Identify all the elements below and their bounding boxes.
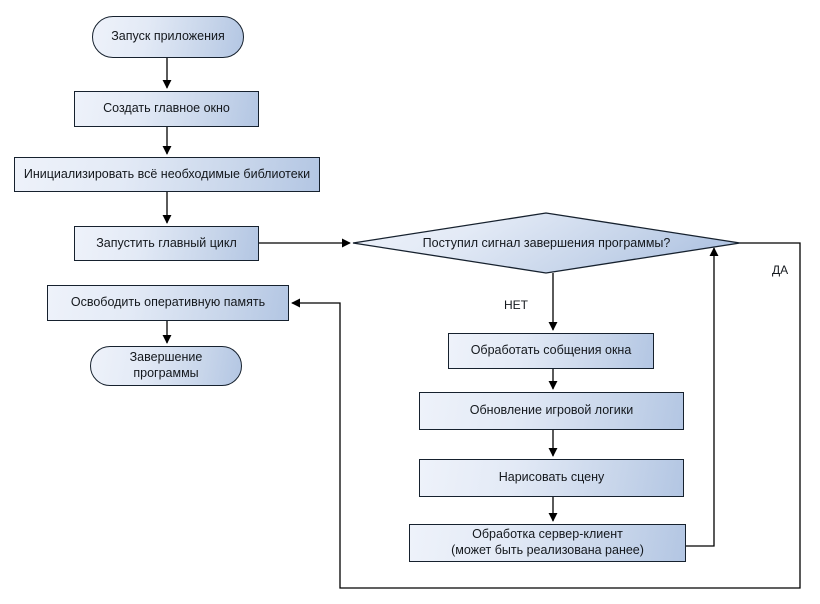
edge-label-no: НЕТ bbox=[504, 298, 528, 312]
node-draw-scene-label: Нарисовать сцену bbox=[498, 470, 605, 485]
node-free-memory-label: Освободить оперативную память bbox=[70, 295, 266, 310]
node-process-window-messages-label: Обработать собщения окна bbox=[470, 343, 632, 358]
node-process-window-messages[interactable]: Обработать собщения окна bbox=[448, 333, 654, 369]
node-start-label: Запуск приложения bbox=[111, 29, 225, 44]
node-init-libraries[interactable]: Инициализировать всё необходимые библиот… bbox=[14, 157, 320, 192]
node-start-main-loop[interactable]: Запустить главный цикл bbox=[74, 226, 259, 261]
node-server-client[interactable]: Обработка сервер-клиент (может быть реал… bbox=[409, 524, 686, 562]
decision-quit-signal-shape bbox=[352, 212, 741, 274]
edge-server-client-loop-back bbox=[686, 247, 719, 547]
node-quit-signal-decision[interactable]: Поступил сигнал завершения программы? bbox=[353, 213, 740, 273]
node-end-label: Завершение программы bbox=[129, 350, 203, 380]
node-start-main-loop-label: Запустить главный цикл bbox=[96, 235, 237, 250]
edge-label-yes: ДА bbox=[772, 263, 789, 277]
node-create-window-label: Создать главное окно bbox=[103, 101, 230, 116]
node-end[interactable]: Завершение программы bbox=[90, 346, 242, 386]
node-server-client-label: Обработка сервер-клиент (может быть реал… bbox=[451, 527, 644, 557]
node-free-memory[interactable]: Освободить оперативную память bbox=[47, 285, 289, 321]
node-quit-signal-label: Поступил сигнал завершения программы? bbox=[422, 236, 671, 250]
node-start[interactable]: Запуск приложения bbox=[92, 16, 244, 58]
node-init-libraries-label: Инициализировать всё необходимые библиот… bbox=[23, 166, 311, 181]
node-update-game-logic[interactable]: Обновление игровой логики bbox=[419, 392, 684, 430]
edge-decision-yes-to-free-memory bbox=[291, 242, 801, 589]
node-create-window[interactable]: Создать главное окно bbox=[74, 91, 259, 127]
node-update-game-logic-label: Обновление игровой логики bbox=[469, 403, 634, 418]
node-draw-scene[interactable]: Нарисовать сцену bbox=[419, 459, 684, 497]
